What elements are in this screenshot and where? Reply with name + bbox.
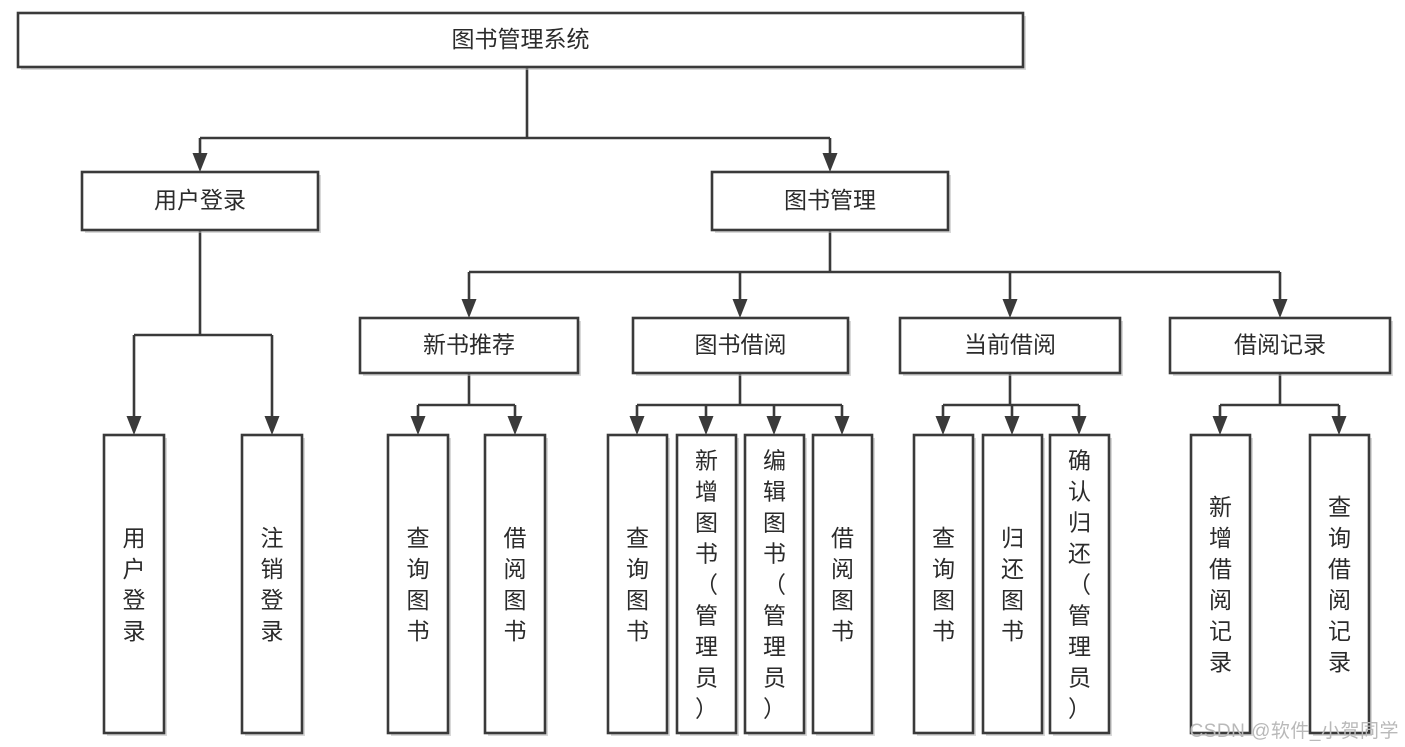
node-current-borrow[interactable]: 当前借阅: [898, 316, 1123, 376]
arrow-head-icon: [1331, 416, 1347, 435]
node-box[interactable]: [16, 11, 1025, 69]
node-new-book-recommend[interactable]: 新书推荐: [358, 316, 581, 376]
node-label: 确认归还（管理员）: [1068, 448, 1091, 722]
arrow-head-icon: [629, 416, 645, 435]
node-label: 借阅图书: [831, 525, 854, 644]
node-leaf-add-book[interactable]: 新增图书（管理员）: [675, 433, 739, 736]
node-layer: 图书管理系统用户登录图书管理新书推荐图书借阅当前借阅借阅记录用户登录注销登录查询…: [16, 11, 1393, 736]
node-label: 图书管理系统: [452, 26, 590, 52]
node-box[interactable]: [483, 433, 547, 735]
arrow-head-icon: [1272, 299, 1288, 318]
arrow-head-icon: [732, 299, 748, 318]
node-box[interactable]: [386, 433, 450, 735]
node-box[interactable]: [811, 433, 874, 735]
arrow-head-icon: [264, 416, 280, 435]
arrow-head-icon: [766, 416, 782, 435]
node-user-login[interactable]: 用户登录: [80, 170, 321, 233]
node-leaf-edit-book[interactable]: 编辑图书（管理员）: [743, 433, 807, 736]
node-box[interactable]: [1308, 433, 1371, 735]
node-box[interactable]: [80, 170, 320, 232]
node-box[interactable]: [898, 316, 1122, 375]
node-box[interactable]: [912, 433, 975, 735]
node-box[interactable]: [102, 433, 166, 735]
arrow-head-icon: [1212, 416, 1228, 435]
node-leaf-confirm-return[interactable]: 确认归还（管理员）: [1048, 433, 1112, 736]
node-box[interactable]: [1189, 433, 1252, 735]
node-leaf-query-book-3[interactable]: 查询图书: [912, 433, 976, 736]
node-label: 查询图书: [407, 525, 430, 644]
node-label: 用户登录: [123, 525, 146, 644]
arrow-head-icon: [410, 416, 426, 435]
node-box[interactable]: [743, 433, 806, 735]
node-box[interactable]: [1048, 433, 1111, 735]
node-leaf-query-book-2[interactable]: 查询图书: [606, 433, 670, 736]
node-box[interactable]: [606, 433, 669, 735]
node-label: 新增借阅记录: [1209, 494, 1232, 675]
node-label: 图书借阅: [695, 332, 787, 358]
node-book-borrow[interactable]: 图书借阅: [631, 316, 851, 376]
node-leaf-user-login[interactable]: 用户登录: [102, 433, 167, 736]
node-root[interactable]: 图书管理系统: [16, 11, 1026, 70]
connector-c-root-split: [192, 67, 838, 172]
arrow-head-icon: [822, 153, 838, 172]
node-leaf-return-book[interactable]: 归还图书: [981, 433, 1045, 736]
arrow-head-icon: [1002, 299, 1018, 318]
node-label: 图书管理: [784, 187, 876, 213]
arrow-head-icon: [192, 153, 208, 172]
node-leaf-query-borrow-record[interactable]: 查询借阅记录: [1308, 433, 1372, 736]
node-label: 查询图书: [932, 525, 955, 644]
node-label: 当前借阅: [964, 332, 1056, 358]
arrow-head-icon: [126, 416, 142, 435]
node-box[interactable]: [710, 170, 950, 232]
connector-c-borrowrecord-split: [1212, 373, 1347, 435]
node-leaf-user-logout[interactable]: 注销登录: [240, 433, 305, 736]
node-box[interactable]: [675, 433, 738, 735]
connector-layer: [126, 67, 1347, 435]
arrow-head-icon: [1071, 416, 1087, 435]
node-label: 新书推荐: [423, 332, 515, 358]
node-label: 查询图书: [626, 525, 649, 644]
node-label: 注销登录: [261, 525, 284, 644]
arrow-head-icon: [834, 416, 850, 435]
arrow-head-icon: [461, 299, 477, 318]
node-leaf-borrow-book-1[interactable]: 借阅图书: [483, 433, 548, 736]
node-box[interactable]: [631, 316, 850, 375]
node-leaf-add-borrow-record[interactable]: 新增借阅记录: [1189, 433, 1253, 736]
node-label: 借阅记录: [1234, 332, 1326, 358]
arrow-head-icon: [698, 416, 714, 435]
connector-c-bookmanage-split: [461, 230, 1288, 318]
connector-c-currentborrow-split: [935, 373, 1087, 435]
node-label: 编辑图书（管理员）: [763, 448, 786, 722]
node-label: 借阅图书: [504, 525, 527, 644]
connector-c-bookborrow-split: [629, 373, 850, 435]
node-label: 新增图书（管理员）: [695, 448, 718, 722]
node-box[interactable]: [981, 433, 1044, 735]
node-label: 归还图书: [1001, 525, 1024, 644]
node-box[interactable]: [240, 433, 304, 735]
node-book-manage[interactable]: 图书管理: [710, 170, 951, 233]
connector-c-userlogin-split: [126, 230, 280, 435]
node-leaf-query-book-1[interactable]: 查询图书: [386, 433, 451, 736]
arrow-head-icon: [1004, 416, 1020, 435]
watermark-text: CSDN @软件_小贺同学: [1189, 721, 1399, 742]
connector-c-newbook-split: [410, 373, 523, 435]
node-label: 用户登录: [154, 187, 246, 213]
node-borrow-record[interactable]: 借阅记录: [1168, 316, 1393, 376]
arrow-head-icon: [507, 416, 523, 435]
arrow-head-icon: [935, 416, 951, 435]
node-leaf-borrow-book-2[interactable]: 借阅图书: [811, 433, 875, 736]
node-box[interactable]: [1168, 316, 1392, 375]
node-label: 查询借阅记录: [1328, 494, 1351, 675]
node-box[interactable]: [358, 316, 580, 375]
